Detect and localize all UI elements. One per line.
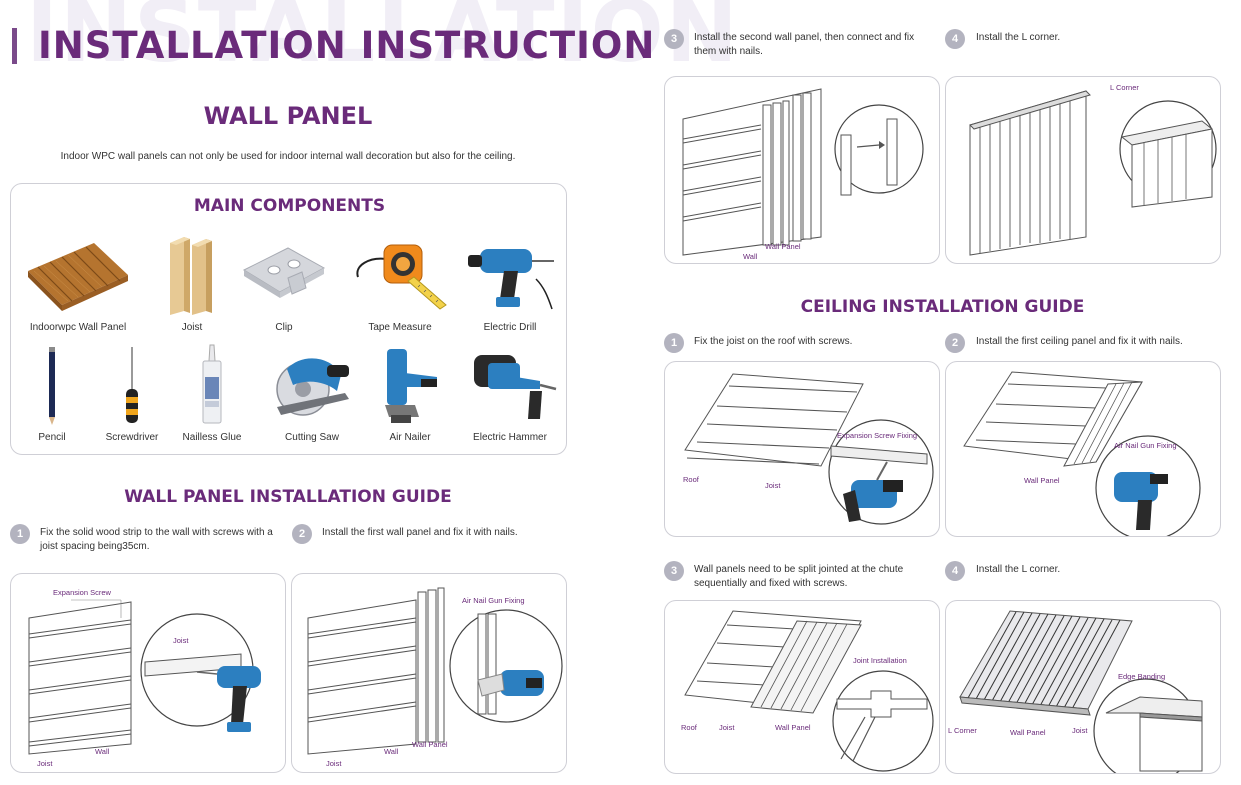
ceiling-step-4-text: Install the L corner. <box>976 564 1061 575</box>
wall-step-1-text: Fix the solid wood strip to the wall wit… <box>40 527 273 552</box>
ceiling-step-2-diagram: Air Nail Gun Fixing Wall Panel <box>945 361 1221 537</box>
wall-step-4-text: Install the L corner. <box>976 32 1061 43</box>
label-edge-banding: Edge Banding <box>1118 672 1166 681</box>
wall-panel-title: WALL PANEL <box>203 102 373 130</box>
component-cutting-saw: Cutting Saw <box>257 340 367 443</box>
component-joist: Joist <box>137 230 247 333</box>
page-title: INSTALLATION INSTRUCTION <box>38 24 656 67</box>
ceiling-step-3-diagram: Joint Installation Roof Joist Wall Panel <box>664 600 940 774</box>
first-ceiling-panel-illustration <box>963 371 1201 536</box>
ceiling-guide-title: CEILING INSTALLATION GUIDE <box>800 297 1085 317</box>
component-label: Cutting Saw <box>285 432 339 443</box>
ceiling-step-2-text: Install the first ceiling panel and fix … <box>976 336 1183 347</box>
l-corner-ceiling-illustration <box>959 610 1203 773</box>
component-label: Nailless Glue <box>182 432 242 443</box>
electric-drill-icon <box>468 249 554 310</box>
wall-step-1-number: 1 <box>10 524 30 544</box>
label-l-corner: L Corner <box>1110 83 1139 92</box>
wall-panel-sample-icon <box>28 243 128 311</box>
component-pencil: Pencil <box>0 340 107 443</box>
label-roof: Roof <box>683 475 699 484</box>
ceiling-step-1-diagram: Expansion Screw Fixing Roof Joist <box>664 361 940 537</box>
clip-icon <box>242 247 326 298</box>
wall-step-4-diagram: L Corner <box>945 76 1221 264</box>
wall-step-3-number: 3 <box>664 29 684 49</box>
ceiling-step-1-number: 1 <box>664 333 684 353</box>
cutting-saw-icon <box>276 358 349 416</box>
component-label: Tape Measure <box>368 322 432 333</box>
wall-step-2-diagram: Air Nail Gun Fixing Wall Joist Wall Pane… <box>291 573 567 773</box>
component-label: Indoorwpc Wall Panel <box>29 322 127 333</box>
component-label: Screwdriver <box>105 432 159 443</box>
label-joist: Joist <box>1072 726 1088 735</box>
wall-step-4-number: 4 <box>945 29 965 49</box>
ceiling-step-4-number: 4 <box>945 561 965 581</box>
component-label: Electric Hammer <box>473 432 547 443</box>
l-corner-wall-illustration <box>969 90 1217 256</box>
label-joist: Joist <box>326 759 342 768</box>
label-wall-panel: Wall Panel <box>1010 728 1046 737</box>
ceiling-step-3-number: 3 <box>664 561 684 581</box>
label-wall: Wall <box>743 252 758 261</box>
label-joist-zoom: Joist <box>173 636 189 645</box>
component-clip: Clip <box>229 230 339 333</box>
tape-measure-icon <box>356 244 447 310</box>
label-wall-panel: Wall Panel <box>412 740 448 749</box>
component-label: Pencil <box>38 432 66 443</box>
roof-joist-illustration <box>684 373 934 525</box>
component-electric-hammer: Electric Hammer <box>455 340 565 443</box>
component-nailless-glue: Nailless Glue <box>157 340 267 443</box>
label-l-corner: L Corner <box>948 726 977 735</box>
joist-icon <box>170 237 212 315</box>
wall-step-3-text: Install the second wall panel, then conn… <box>694 32 915 57</box>
component-label: Joist <box>181 322 203 333</box>
label-wall: Wall <box>95 747 110 756</box>
pencil-icon <box>49 347 55 425</box>
second-wall-panel-illustration <box>682 88 924 256</box>
main-components-panel: MAIN COMPONENTS Indoorwpc Wall Panel <box>10 183 567 455</box>
component-tape-measure: Tape Measure <box>345 230 455 333</box>
label-wall: Wall <box>384 747 399 756</box>
component-label: Electric Drill <box>483 322 537 333</box>
label-air-nail: Air Nail Gun Fixing <box>462 596 525 605</box>
label-joist: Joist <box>765 481 781 490</box>
ceiling-step-4-diagram: Edge Banding L Corner Wall Panel Joist <box>945 600 1221 774</box>
header-accent-bar <box>12 28 17 64</box>
split-joint-ceiling-illustration <box>684 610 934 772</box>
wall-step-2-text: Install the first wall panel and fix it … <box>322 527 518 538</box>
wall-panel-intro: Indoor WPC wall panels can not only be u… <box>60 151 516 162</box>
electric-hammer-icon <box>474 355 557 419</box>
component-air-nailer: Air Nailer <box>355 340 465 443</box>
label-wall-panel: Wall Panel <box>775 723 811 732</box>
label-joist: Joist <box>719 723 735 732</box>
component-electric-drill: Electric Drill <box>455 230 565 333</box>
main-components-title: MAIN COMPONENTS <box>193 196 386 216</box>
wall-step-3-diagram: Wall Panel Wall <box>664 76 940 264</box>
label-expansion-screw-fixing: Expansion Screw Fixing <box>837 431 918 440</box>
label-expansion-screw: Expansion Screw <box>53 588 111 597</box>
screwdriver-icon <box>126 347 138 423</box>
ceiling-step-1-text: Fix the joist on the roof with screws. <box>694 336 853 347</box>
label-wall-panel: Wall Panel <box>765 242 801 251</box>
label-wall-panel: Wall Panel <box>1024 476 1060 485</box>
wall-step-1-diagram: Expansion Screw Joist Wall Joist <box>10 573 286 773</box>
wall-step-2-number: 2 <box>292 524 312 544</box>
label-air-nail-fixing: Air Nail Gun Fixing <box>1114 441 1177 450</box>
air-nailer-icon <box>385 349 437 423</box>
first-wall-panel-illustration <box>307 587 563 755</box>
wall-joist-illustration <box>28 599 261 755</box>
component-label: Clip <box>275 322 293 333</box>
label-joint-installation: Joint Installation <box>853 656 907 665</box>
ceiling-step-2-number: 2 <box>945 333 965 353</box>
header-watermark: INSTALLATION <box>26 0 740 82</box>
wall-guide-title: WALL PANEL INSTALLATION GUIDE <box>124 487 452 507</box>
glue-tube-icon <box>202 344 222 424</box>
component-wall-panel: Indoorwpc Wall Panel <box>23 230 133 333</box>
component-label: Air Nailer <box>389 432 431 443</box>
ceiling-step-3-text: Wall panels need to be split jointed at … <box>694 564 904 589</box>
component-screwdriver: Screwdriver <box>77 340 187 443</box>
label-roof: Roof <box>681 723 697 732</box>
label-joist: Joist <box>37 759 53 768</box>
